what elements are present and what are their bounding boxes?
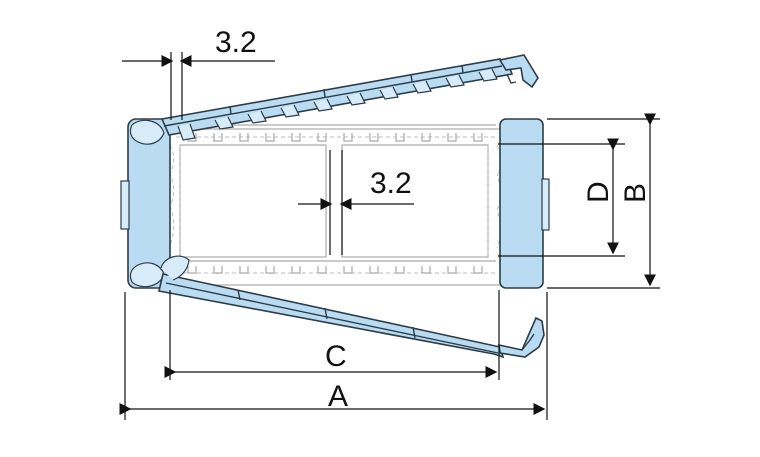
dimension-label-outer-width: A (328, 380, 348, 413)
dimension-lines (119, 55, 656, 415)
dimension-label-top-offset: 3.2 (215, 26, 257, 59)
dimension-label-inner-height: D (582, 181, 615, 203)
dimension-label-inner-offset: 3.2 (370, 167, 412, 200)
hidden-chain-outline (165, 124, 507, 286)
right-side-plate (499, 118, 550, 289)
top-hidden-teeth (187, 133, 483, 142)
dimension-labels: 3.2 3.2 D B C A (215, 26, 652, 413)
dimension-label-outer-height: B (619, 183, 652, 203)
left-side-plate (120, 118, 171, 289)
extension-lines (124, 52, 660, 420)
dimension-label-inner-width: C (325, 340, 347, 373)
upper-opening-bar (160, 54, 539, 141)
bottom-hidden-teeth (187, 266, 483, 274)
